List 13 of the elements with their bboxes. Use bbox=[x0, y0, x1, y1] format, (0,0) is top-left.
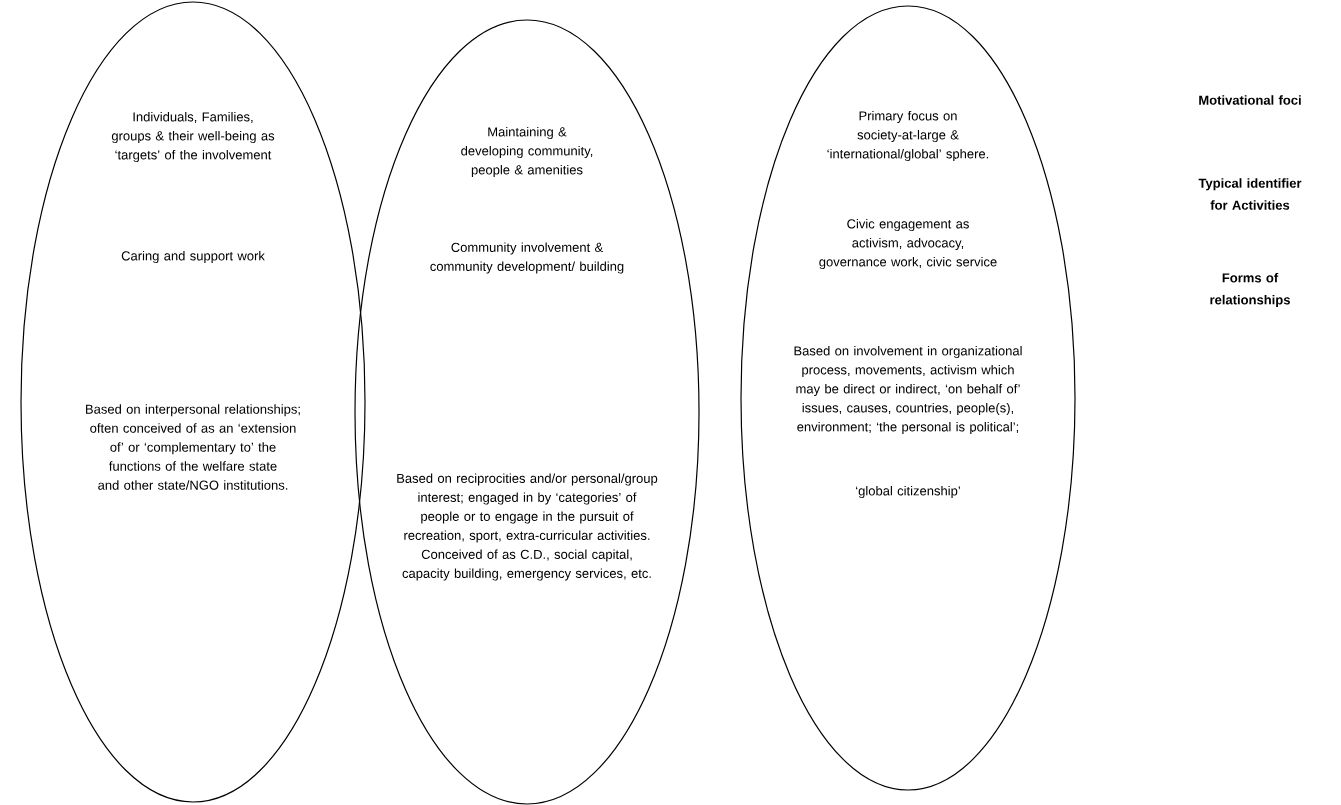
ellipse-text: Maintaining & developing community, people & amenities bbox=[461, 126, 593, 178]
ellipse-text: Individuals, Families, groups & their well-being as ‘targets’ of the involvement bbox=[111, 111, 275, 163]
ellipse-text: Primary focus on society-at-large & ‘international/global’ sphere. bbox=[827, 110, 989, 162]
ellipse-text: Based on interpersonal relationships; often conceived of as an ‘extension of’ or ‘complementary to’ the functions of the welfare state and other state/NGO institutions. bbox=[86, 404, 300, 490]
row-heading: Motivational foci bbox=[1199, 95, 1301, 105]
ellipse-text: Based on involvement in organizational process, movements, activism which may be direct or indirect, ‘on behalf of’ issues, causes, countries, people(s), environment; ‘the personal is political’; bbox=[794, 345, 1022, 435]
ellipse-text: Civic engagement as activism, advocacy, governance work, civic service bbox=[819, 218, 997, 270]
ellipse-text: Based on reciprocities and/or personal/group interest; engaged in by ‘categories’ of people or to engage in the pursuit of recreation, sport, extra-curricular activities. Conceived of as C.D., social capital, capacity building, emergency services, etc. bbox=[397, 473, 658, 581]
ellipse-text: ‘global citizenship’ bbox=[856, 485, 960, 499]
row-heading: Forms of relationships bbox=[1210, 272, 1290, 308]
row-heading: Typical identifier for Activities bbox=[1198, 178, 1302, 210]
ellipse-text: Caring and support work bbox=[121, 250, 265, 264]
ellipse-text: Community involvement & community development/ building bbox=[430, 242, 624, 274]
